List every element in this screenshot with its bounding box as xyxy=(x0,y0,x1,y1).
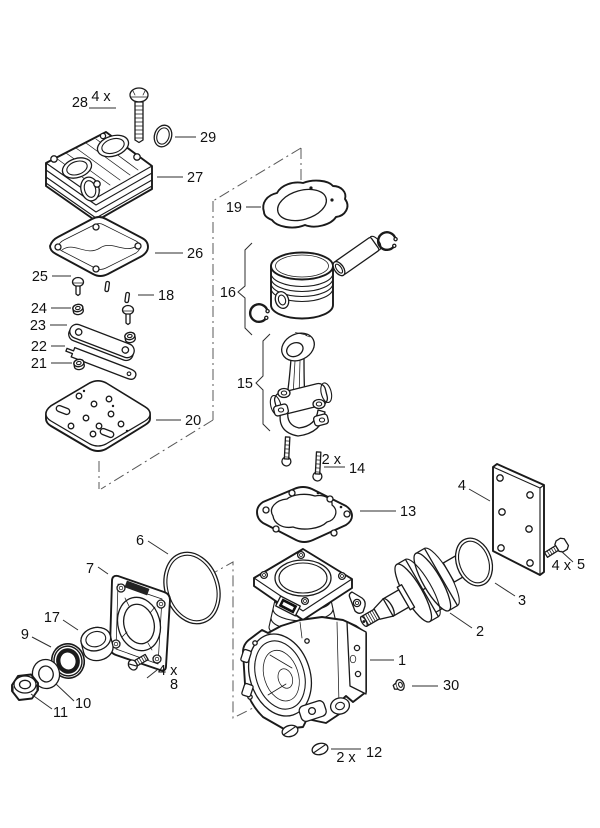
part-label-16: 16 xyxy=(220,285,236,301)
part-label-25: 25 xyxy=(32,269,48,285)
part-sealing-ring xyxy=(153,124,173,148)
part-cylinder-head xyxy=(45,131,153,222)
part-plate-bolt xyxy=(543,537,570,558)
part-clamp-plate xyxy=(68,323,135,362)
part-label-14: 14 xyxy=(349,461,365,477)
part-flange-screw xyxy=(127,653,149,671)
part-label-2: 2 xyxy=(476,624,484,640)
part-label-12: 12 xyxy=(366,745,382,761)
part-label-27: 27 xyxy=(187,170,203,186)
part-label-15: 15 xyxy=(237,376,253,392)
part-label-5: 5 xyxy=(577,557,585,573)
part-label-23: 23 xyxy=(30,318,46,334)
part-label-28: 28 xyxy=(72,95,88,111)
part-rod-cap xyxy=(272,403,330,437)
part-label-18: 18 xyxy=(158,288,174,304)
part-mounting-plate xyxy=(492,463,545,576)
part-crankcase-cylinder xyxy=(240,548,367,738)
part-label-19: 19 xyxy=(226,200,242,216)
part-label-21: 21 xyxy=(31,356,47,372)
part-label-29: 29 xyxy=(200,130,216,146)
part-shaft-nut xyxy=(11,673,39,701)
part-label-4: 4 xyxy=(458,478,466,494)
part-qty-12: 2 x xyxy=(336,750,356,766)
part-label-24: 24 xyxy=(31,301,47,317)
part-label-1: 1 xyxy=(398,653,406,669)
part-valve-bolt-b xyxy=(121,304,136,344)
part-qty-14: 2 x xyxy=(322,452,342,468)
part-shaft-seal xyxy=(50,643,86,679)
part-label-17: 17 xyxy=(44,610,60,626)
part-connecting-rod xyxy=(269,332,333,437)
part-label-13: 13 xyxy=(400,504,416,520)
part-oring-small xyxy=(454,537,494,587)
part-valve-pin xyxy=(124,291,131,304)
part-qty-28: 4 x xyxy=(91,89,111,105)
part-crankshaft xyxy=(359,547,472,628)
part-head-bolt xyxy=(129,87,149,144)
part-plug xyxy=(311,742,329,756)
part-label-10: 10 xyxy=(75,696,91,712)
part-valve-bolt xyxy=(71,276,111,297)
part-circlip-left xyxy=(249,303,270,323)
part-qty-5: 4 x xyxy=(552,558,572,574)
part-piston-assembly xyxy=(249,231,398,323)
part-wrist-pin xyxy=(332,235,382,277)
part-label-26: 26 xyxy=(187,246,203,262)
part-spacer-ring xyxy=(80,626,114,662)
part-rod-bolts xyxy=(281,436,323,482)
part-label-6: 6 xyxy=(136,533,144,549)
part-label-20: 20 xyxy=(185,413,201,429)
part-reed-valve xyxy=(65,346,137,380)
callouts: 28 4 x 29 27 26 25 18 24 23 22 21 20 19 … xyxy=(21,89,585,766)
part-circlip-right xyxy=(377,231,398,251)
part-label-11: 11 xyxy=(53,705,68,721)
part-label-30: 30 xyxy=(443,678,459,694)
part-valve-nut-upper xyxy=(72,303,84,316)
part-base-gasket xyxy=(256,486,353,543)
part-label-8: 8 xyxy=(170,677,178,693)
part-label-3: 3 xyxy=(518,593,526,609)
part-label-7: 7 xyxy=(86,561,94,577)
part-label-22: 22 xyxy=(31,339,47,355)
part-label-9: 9 xyxy=(21,627,29,643)
part-valve-nut-lower xyxy=(73,358,85,371)
part-flange-cover xyxy=(109,574,171,672)
part-top-gasket xyxy=(262,179,349,229)
part-small-nut xyxy=(392,679,405,691)
part-head-gasket xyxy=(49,216,149,277)
part-valve-plate xyxy=(45,380,151,452)
part-qty-8: 4 x xyxy=(158,663,178,679)
